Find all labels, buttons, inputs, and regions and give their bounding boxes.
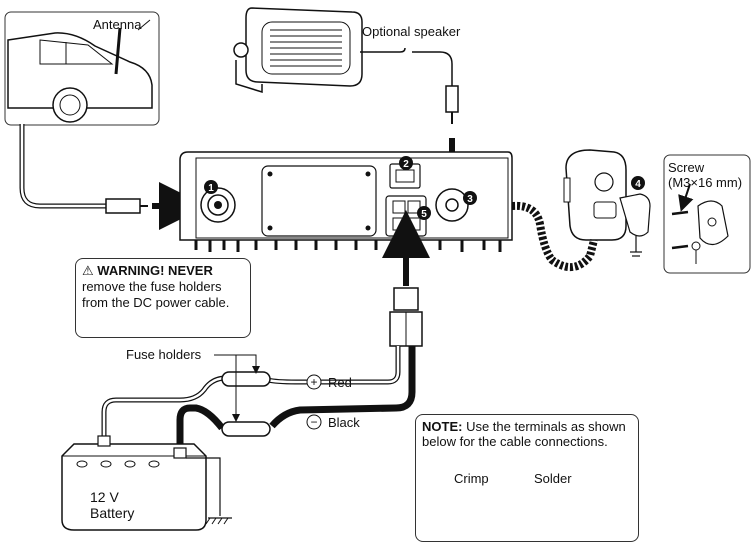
coil-cord [511,201,598,271]
speaker-plug [445,85,459,113]
note-title: NOTE: [422,419,463,434]
warning-icon: ⚠ [82,263,94,278]
warning-box: ⚠ WARNING! NEVER remove the fuse holders… [75,258,251,338]
callout-1: 1 [208,183,214,194]
minus-icon [306,414,322,430]
car-illustration [4,11,160,126]
optional-speaker-label: Optional speaker [362,24,461,39]
callout-5: 5 [421,209,427,220]
solder-label: Solder [534,471,572,486]
speaker-illustration [233,7,363,94]
antenna-mast [114,27,122,75]
note-body: Use the terminals as shown below for the… [422,419,626,449]
note-box: NOTE: Use the terminals as shown below f… [415,414,639,542]
crimp-label: Crimp [454,471,489,486]
plus-icon [306,374,322,390]
black-cable [269,346,416,429]
microphone-illustration [511,149,627,271]
fuse-holder-red [221,371,271,387]
battery-label: Battery [90,505,135,521]
ground-wire [186,457,221,516]
antenna-label: Antenna [93,17,142,32]
screw-label: Screw [668,160,705,175]
warning-body: remove the fuse holders from the DC powe… [82,279,230,310]
heatsink-plate [261,165,377,237]
screw-size-label: (M3×16 mm) [668,175,743,190]
minus-symbol: − [310,415,317,429]
plus-symbol: + [310,375,317,389]
black-label: Black [328,415,360,430]
antenna-cable [19,124,108,209]
battery-illustration [61,435,207,531]
mic-hanger [619,193,651,257]
callout-3: 3 [467,194,473,205]
battery-voltage-label: 12 V [90,489,119,505]
red-label: Red [328,375,352,390]
radio-rear-panel [179,151,513,252]
antenna-plug [105,198,141,214]
fuse-holder-black [221,421,271,437]
callout-markers: 1 2 3 4 5 [204,156,645,220]
warning-title: WARNING! NEVER [97,263,213,278]
fuse-holders-label: Fuse holders [126,347,202,362]
callout-2: 2 [403,159,409,170]
dc-plug [389,287,423,347]
callout-4: 4 [635,179,641,190]
